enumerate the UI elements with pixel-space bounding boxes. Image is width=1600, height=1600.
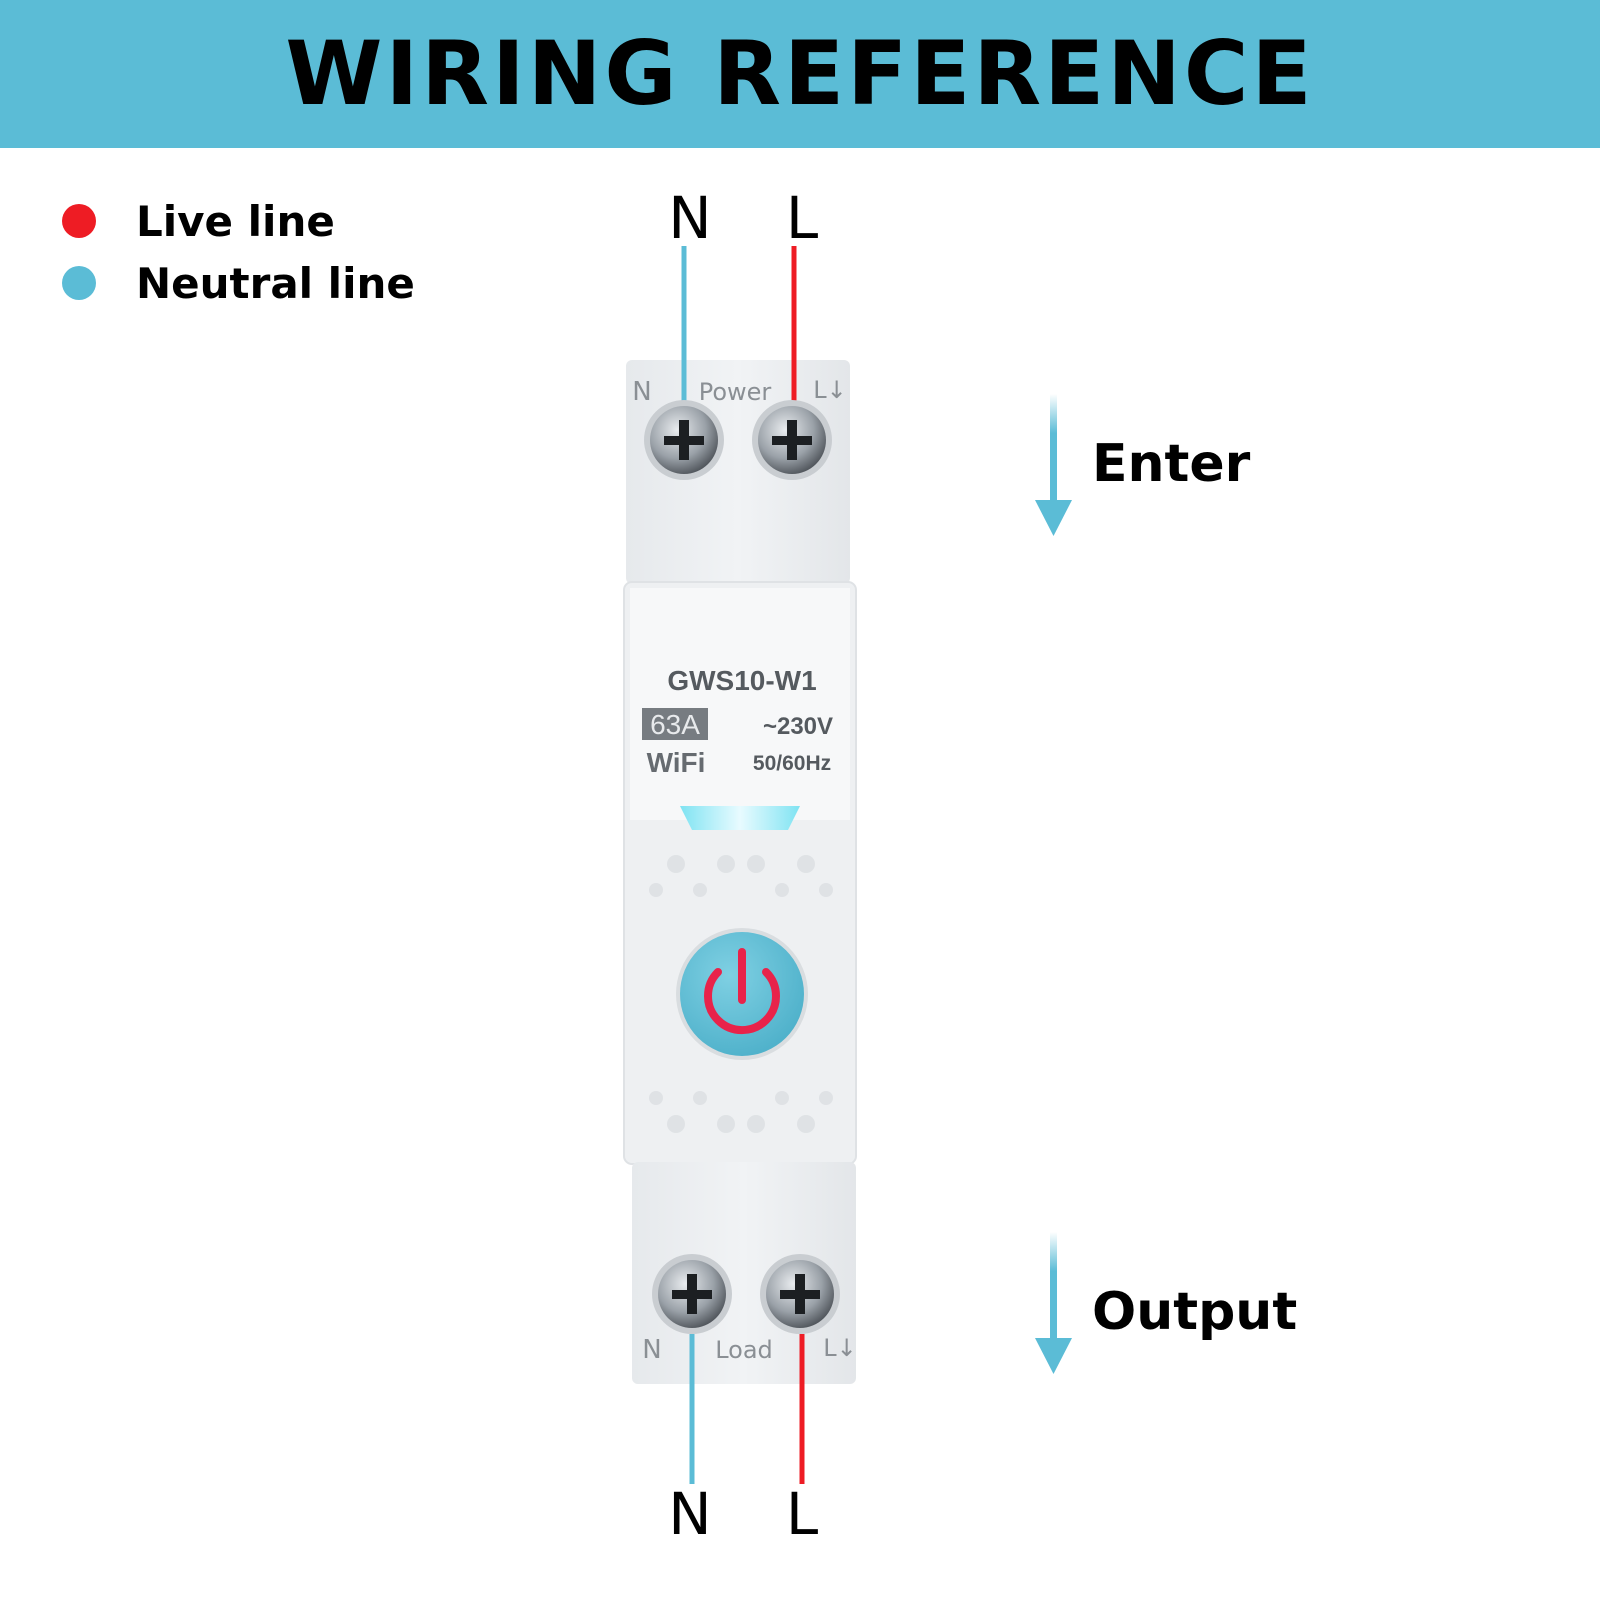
power-icon (704, 948, 780, 1034)
neutral-line-dot-icon (62, 266, 96, 300)
device-voltage: ~230V (763, 713, 833, 740)
page-title: WIRING REFERENCE (285, 22, 1315, 125)
top-terminal-l-label: L↓ (813, 376, 846, 404)
top-neutral-screw-icon (644, 400, 724, 480)
header-banner: WIRING REFERENCE (0, 0, 1600, 148)
live-line-dot-icon (62, 204, 96, 238)
legend-item-live: Live line (62, 190, 415, 252)
top-live-wire-label: L (786, 184, 818, 252)
bottom-live-screw-icon (760, 1254, 840, 1334)
top-live-screw-icon (752, 400, 832, 480)
bottom-neutral-screw-icon (652, 1254, 732, 1334)
device-rating: 63A (650, 709, 700, 740)
bottom-terminal-load-label: Load (715, 1336, 773, 1364)
vent-holes-top (649, 855, 833, 897)
enter-arrow-icon (1035, 394, 1072, 536)
legend-item-neutral: Neutral line (62, 252, 415, 314)
output-arrow-icon (1035, 1232, 1072, 1374)
device-frequency: 50/60Hz (753, 752, 831, 775)
top-terminal-power-label: Power (699, 378, 772, 406)
top-neutral-wire-label: N (668, 184, 711, 252)
bottom-terminal-n-label: N (642, 1335, 661, 1365)
bottom-terminal-l-label: L↓ (823, 1334, 856, 1362)
label-panel (630, 588, 850, 820)
rating-badge (642, 708, 708, 740)
vent-holes-bottom (649, 1091, 833, 1133)
legend: Live line Neutral line (62, 190, 415, 314)
bottom-neutral-wire-label: N (668, 1480, 711, 1548)
power-button[interactable] (676, 928, 808, 1060)
legend-label: Live line (136, 196, 335, 246)
legend-label: Neutral line (136, 258, 415, 308)
device-model: GWS10-W1 (667, 665, 816, 696)
top-terminal-n-label: N (632, 377, 651, 407)
flow-label-enter: Enter (1092, 434, 1251, 494)
bottom-live-wire-label: L (786, 1480, 818, 1548)
status-indicator-light (680, 806, 800, 830)
flow-label-output: Output (1092, 1282, 1298, 1342)
device-connectivity: WiFi (647, 747, 706, 778)
